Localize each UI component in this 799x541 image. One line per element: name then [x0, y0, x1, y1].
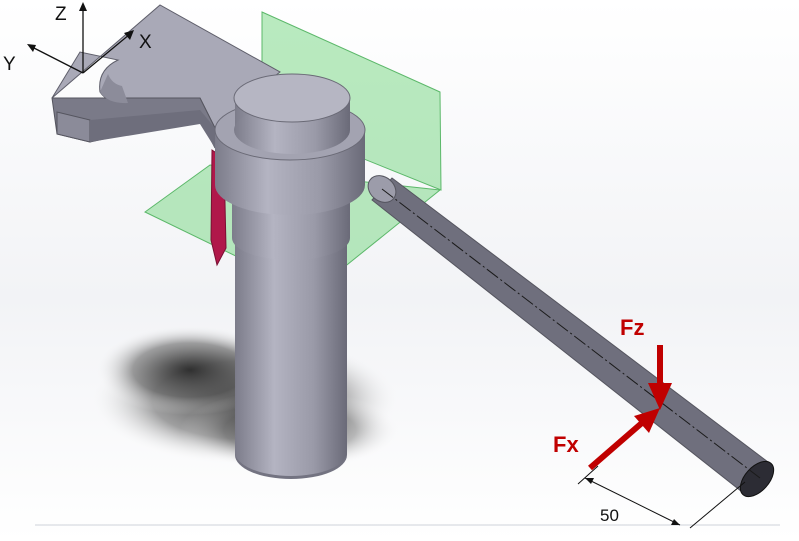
axis-label-y: Y	[3, 54, 16, 75]
force-fz-arrow	[648, 345, 672, 410]
dimension-line	[577, 465, 746, 529]
force-fx-arrow	[588, 408, 660, 471]
force-fz-label: Fz	[620, 315, 644, 340]
bracket-plate	[51, 4, 281, 149]
top-boss	[233, 73, 351, 154]
coordinate-triad	[27, 2, 134, 74]
rod-centerline	[381, 188, 761, 479]
force-fx-label: Fx	[553, 432, 579, 457]
dimension-value: 50	[600, 506, 619, 525]
axis-label-x: X	[139, 32, 152, 53]
vertical-column	[235, 240, 347, 479]
axis-label-z: Z	[55, 4, 67, 25]
